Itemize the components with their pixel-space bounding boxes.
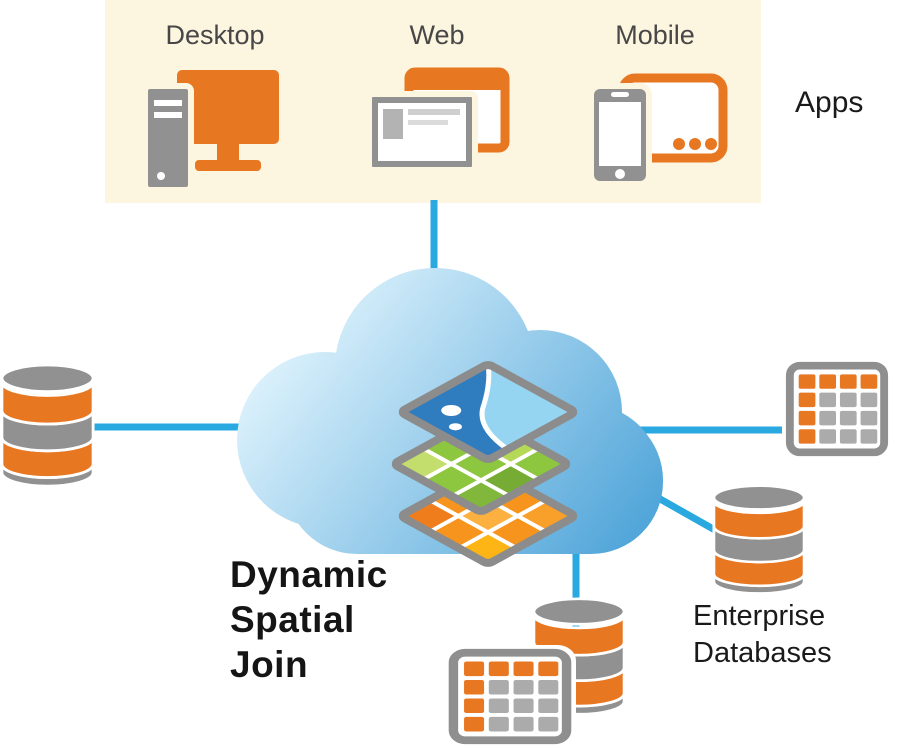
desktop-computer-icon (142, 70, 279, 193)
app-label-desktop: Desktop (165, 20, 265, 50)
table-icon-bottom (444, 645, 576, 748)
apps-side-label: Apps (795, 86, 864, 119)
app-label-mobile: Mobile (615, 20, 695, 50)
app-label-web: Web (409, 20, 465, 50)
apps-banner: Desktop Web Mobile (105, 0, 761, 203)
diagram-title: Dynamic Spatial Join (230, 554, 388, 686)
mobile-phone-tablet-icon (588, 73, 728, 187)
map-layers-stack-icon (378, 350, 598, 570)
database-icon-left (0, 363, 95, 488)
web-browser-icon (366, 67, 510, 173)
database-icon-enterprise (712, 484, 806, 595)
enterprise-databases-label: Enterprise Databases (693, 600, 832, 670)
table-icon-right (782, 358, 892, 460)
